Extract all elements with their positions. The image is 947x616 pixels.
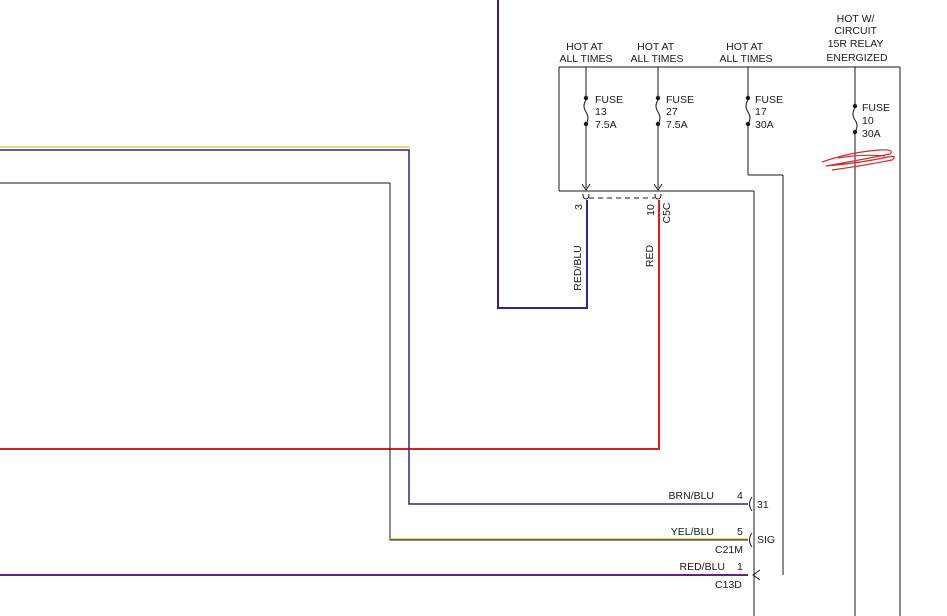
header-fuse-17: HOT AT ALL TIMES bbox=[719, 41, 772, 65]
header-fuse-13: HOT AT ALL TIMES bbox=[559, 41, 612, 65]
wire-color-label: RED bbox=[644, 244, 656, 267]
header-fuse-27: HOT AT ALL TIMES bbox=[630, 41, 683, 65]
wire-brn-blu: BRN/BLU bbox=[0, 149, 748, 505]
fuse-block bbox=[558, 66, 901, 616]
fuse-label: FUSE bbox=[862, 102, 890, 114]
fuse-13: FUSE 13 7.5A bbox=[581, 67, 623, 191]
pin-number: 5 bbox=[737, 526, 743, 538]
fuse-number: 10 bbox=[862, 115, 874, 127]
circuit-label: 31 bbox=[757, 499, 769, 511]
wire-yel-blu: YEL/BLU bbox=[0, 182, 748, 541]
wire-red-blu-bottom: RED/BLU bbox=[0, 561, 748, 576]
wire-red: RED bbox=[0, 200, 660, 450]
pin-number: 4 bbox=[737, 490, 743, 502]
fuse-number: 13 bbox=[595, 106, 607, 118]
fuse-label: FUSE bbox=[595, 94, 623, 106]
fuse-rating: 7.5A bbox=[595, 119, 617, 131]
fuse-number: 27 bbox=[666, 106, 678, 118]
wire-color-label: RED/BLU bbox=[572, 245, 584, 291]
connector-c13d: 1 C13D bbox=[715, 561, 761, 591]
connector-name: C5C bbox=[661, 202, 673, 223]
pin-number: 10 bbox=[645, 204, 657, 216]
wire-color-label: RED/BLU bbox=[679, 561, 725, 573]
fuse-10: FUSE 10 30A bbox=[852, 67, 890, 616]
connector-name: C21M bbox=[715, 544, 743, 556]
wire-color-label: BRN/BLU bbox=[668, 490, 714, 502]
connector-name: C13D bbox=[715, 579, 742, 591]
connector-c21m: 4 5 31 SIG C21M bbox=[715, 490, 775, 556]
fuse-rating: 7.5A bbox=[666, 119, 688, 131]
pin-number: 1 bbox=[737, 561, 743, 573]
fuse-label: FUSE bbox=[666, 94, 694, 106]
connector-c5c: 3 10 C5C bbox=[573, 193, 673, 224]
wire-color-label: YEL/BLU bbox=[671, 526, 714, 538]
fuse-27: FUSE 27 7.5A bbox=[653, 67, 694, 191]
wire-red-blu-top: RED/BLU bbox=[497, 0, 588, 309]
fuse-17: FUSE 17 30A bbox=[745, 67, 783, 175]
fuse-number: 17 bbox=[755, 106, 767, 118]
fuse-rating: 30A bbox=[862, 128, 881, 140]
red-scribble-mark bbox=[821, 149, 895, 171]
circuit-label: SIG bbox=[757, 534, 775, 546]
fuse-rating: 30A bbox=[755, 119, 774, 131]
fuse-label: FUSE bbox=[755, 94, 783, 106]
header-fuse-10: HOT W/ CIRCUIT 15R RELAY ENERGIZED bbox=[826, 13, 888, 64]
pin-number: 3 bbox=[573, 204, 585, 210]
